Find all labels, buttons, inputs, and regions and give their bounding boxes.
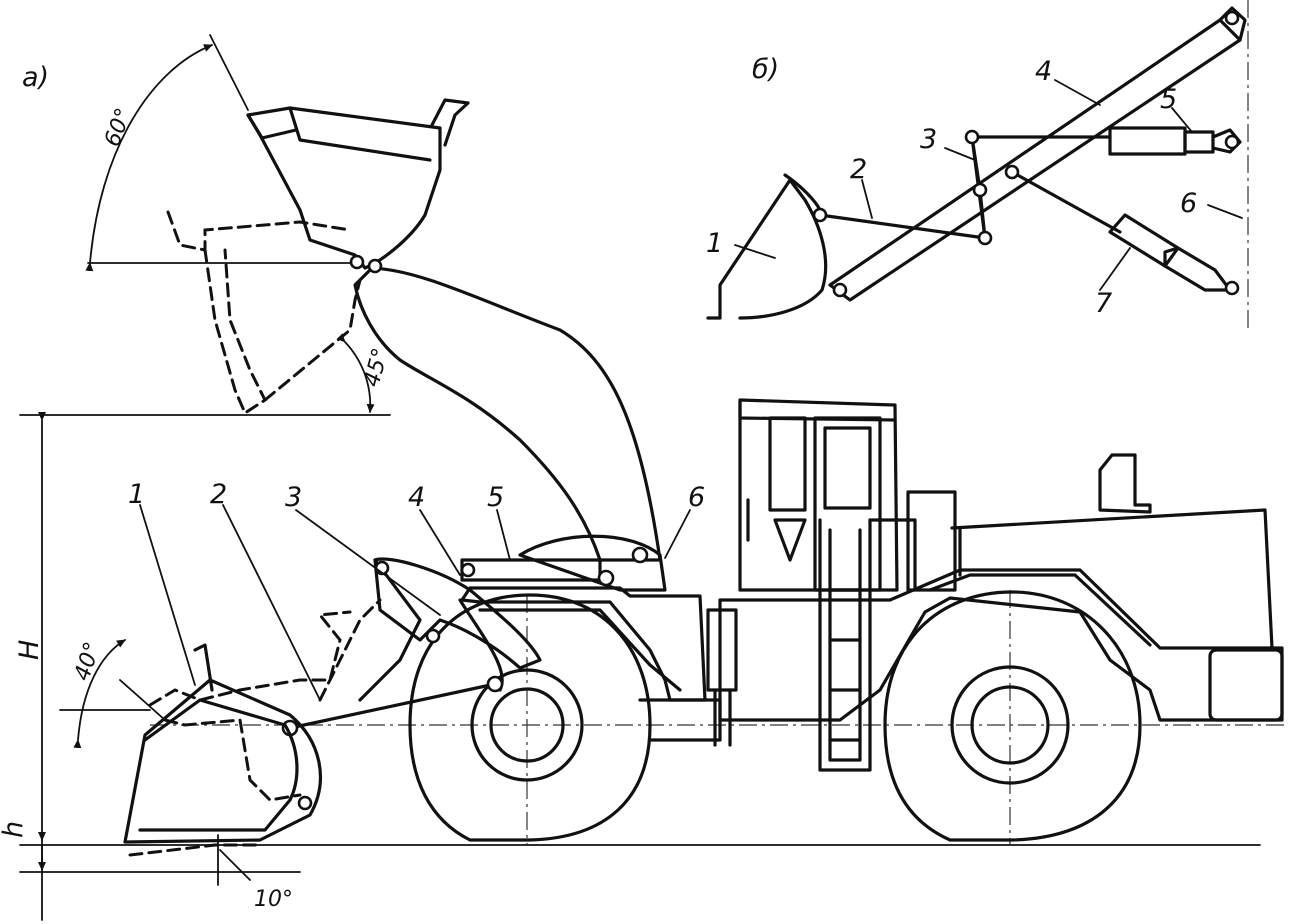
view-a-part-4: 4 bbox=[408, 482, 425, 513]
linkage-lift-cylinder bbox=[1010, 170, 1232, 292]
linkage-rod-2 bbox=[818, 213, 987, 240]
ground-angle-arc bbox=[73, 639, 126, 749]
view-a-part-2: 2 bbox=[210, 479, 227, 510]
tip-angle-arc bbox=[85, 44, 213, 272]
tip-angle-label: 60° bbox=[100, 105, 137, 150]
cab bbox=[738, 398, 899, 592]
linkage-rod bbox=[288, 682, 497, 730]
view-a-label: а) bbox=[22, 62, 49, 93]
view-b-part-1: 1 bbox=[706, 228, 723, 259]
bucket-raised bbox=[246, 98, 470, 274]
view-a-part-6: 6 bbox=[688, 482, 705, 513]
lift-cylinder bbox=[460, 534, 667, 592]
ground-angle-label: 40° bbox=[70, 639, 106, 684]
front-wheel bbox=[408, 593, 652, 842]
dump-angle-label: 45° bbox=[360, 345, 394, 389]
view-b-part-7: 7 bbox=[1095, 288, 1112, 319]
ladder bbox=[818, 518, 917, 772]
boom-raised bbox=[353, 266, 662, 562]
small-height-label: h bbox=[0, 821, 29, 838]
articulation-joint bbox=[706, 608, 738, 747]
bucket-alternate-positions bbox=[128, 598, 382, 857]
view-b-part-2: 2 bbox=[850, 154, 867, 185]
dig-angle-label: 10° bbox=[254, 887, 293, 912]
bucket-dump-dashed bbox=[166, 210, 362, 416]
view-b-linkage: б) 1 2 3 4 5 6 7 bbox=[706, 0, 1249, 330]
view-a-loader: а) 60° 45° 40° 10° H h 1 2 3 4 5 6 bbox=[0, 34, 1285, 921]
view-b-part-5: 5 bbox=[1160, 84, 1177, 115]
view-b-part-3: 3 bbox=[920, 124, 937, 155]
view-b-label: б) bbox=[752, 54, 779, 85]
linkage-bucket bbox=[706, 178, 828, 320]
rear-frame bbox=[718, 453, 1284, 722]
view-b-part-4: 4 bbox=[1035, 56, 1052, 87]
view-a-leaders bbox=[139, 504, 691, 701]
boom-lowered bbox=[358, 557, 542, 702]
view-b-part-6: 6 bbox=[1180, 188, 1197, 219]
bucket-digging bbox=[123, 643, 322, 844]
view-a-part-3: 3 bbox=[285, 482, 302, 513]
dump-angle-arc bbox=[336, 333, 375, 413]
linkage-tilt-cylinder bbox=[970, 126, 1242, 156]
view-b-leaders bbox=[734, 79, 1243, 291]
view-a-part-1: 1 bbox=[128, 479, 145, 510]
height-label: H bbox=[14, 640, 45, 660]
front-frame bbox=[460, 586, 722, 742]
rear-wheel bbox=[883, 590, 1142, 842]
view-a-part-5: 5 bbox=[487, 482, 504, 513]
